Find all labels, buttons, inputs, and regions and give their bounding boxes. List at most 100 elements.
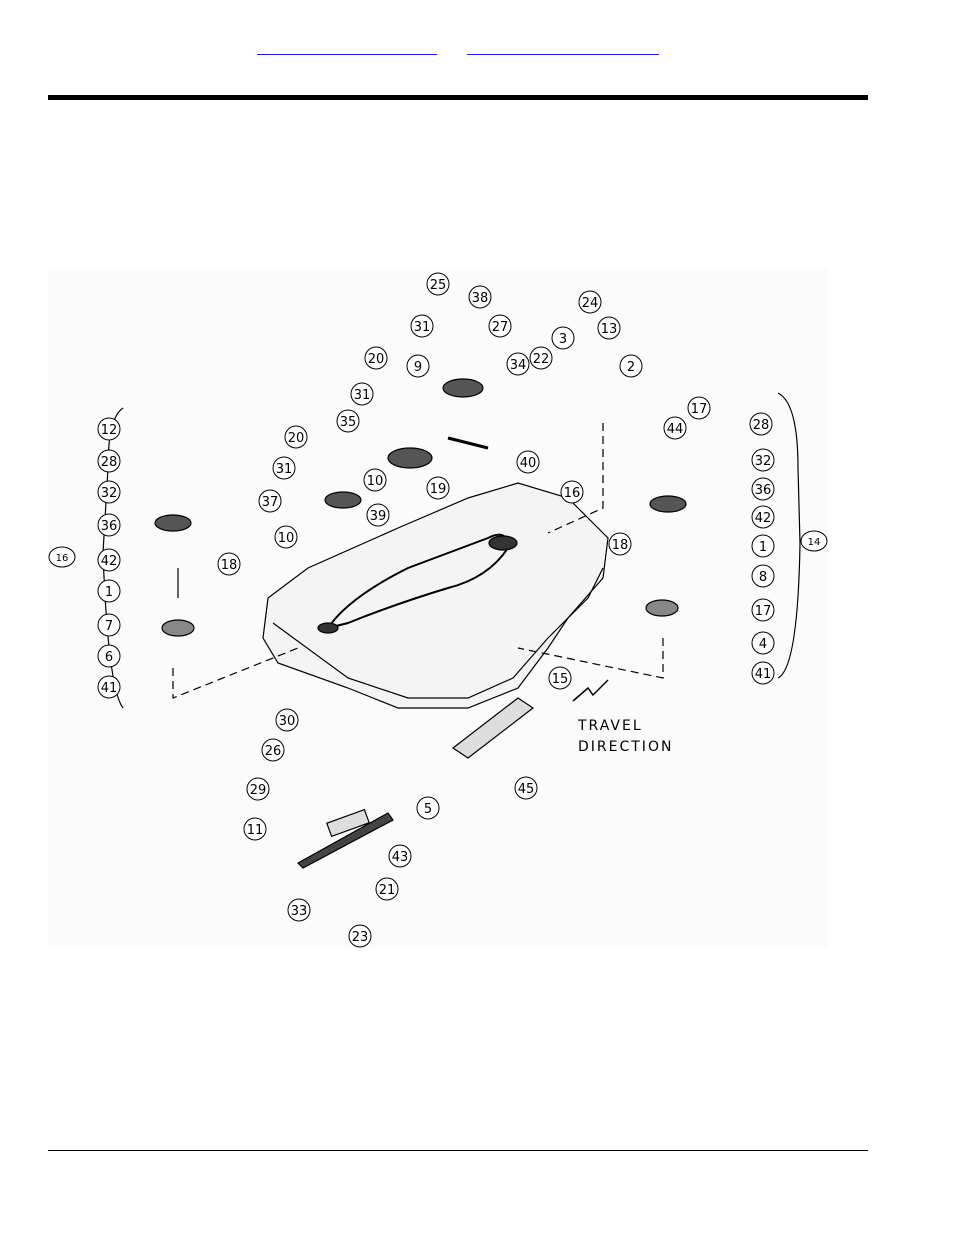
svg-text:16: 16: [564, 486, 581, 501]
top-links: [0, 40, 954, 60]
callout-41l: 41: [98, 676, 120, 698]
callout-1l: 1: [98, 580, 120, 602]
callout-39: 39: [367, 504, 389, 526]
callout-36r: 36: [752, 478, 774, 500]
svg-text:14: 14: [808, 537, 821, 548]
footer-rule: [48, 1150, 868, 1151]
callout-20b: 20: [285, 426, 307, 448]
callout-16: 16: [561, 481, 583, 503]
exploded-view-drawing: 25 38 31 27 24 13 3 2 34 22 20 9 31 35 1…: [48, 268, 828, 948]
svg-text:11: 11: [247, 823, 264, 838]
callout-32l: 32: [98, 481, 120, 503]
callout-28l: 28: [98, 450, 120, 472]
svg-text:18: 18: [221, 558, 238, 573]
svg-text:40: 40: [520, 456, 537, 471]
callout-40: 40: [517, 451, 539, 473]
svg-text:9: 9: [414, 360, 422, 375]
callout-31a: 31: [411, 315, 433, 337]
svg-text:5: 5: [424, 802, 432, 817]
svg-text:26: 26: [265, 744, 282, 759]
svg-text:41: 41: [755, 667, 772, 682]
callout-37: 37: [259, 490, 281, 512]
svg-text:22: 22: [533, 352, 550, 367]
svg-text:21: 21: [379, 883, 396, 898]
travel-label: TRAVEL: [577, 718, 643, 734]
svg-text:27: 27: [492, 320, 509, 335]
svg-text:28: 28: [101, 455, 118, 470]
group-label-14: 14: [801, 531, 827, 551]
callout-26: 26: [262, 739, 284, 761]
callout-35: 35: [337, 410, 359, 432]
callout-23: 23: [349, 925, 371, 947]
svg-text:18: 18: [612, 538, 629, 553]
callout-8: 8: [752, 565, 774, 587]
callout-28r: 28: [750, 413, 772, 435]
callout-43: 43: [389, 845, 411, 867]
callout-6: 6: [98, 645, 120, 667]
callout-13: 13: [598, 317, 620, 339]
svg-text:36: 36: [101, 519, 118, 534]
callout-44: 44: [664, 417, 686, 439]
svg-text:25: 25: [430, 278, 447, 293]
svg-text:7: 7: [105, 619, 113, 634]
callout-22: 22: [530, 347, 552, 369]
svg-text:17: 17: [755, 604, 772, 619]
callout-11: 11: [244, 818, 266, 840]
callout-18r: 18: [609, 533, 631, 555]
callout-38: 38: [469, 286, 491, 308]
svg-text:42: 42: [101, 554, 118, 569]
callout-5: 5: [417, 797, 439, 819]
header-rule: [48, 95, 868, 100]
svg-text:1: 1: [105, 585, 113, 600]
callout-17a: 17: [688, 397, 710, 419]
svg-text:4: 4: [759, 637, 767, 652]
svg-text:32: 32: [101, 486, 118, 501]
group-label-16: 16: [49, 547, 75, 567]
callout-10b: 10: [275, 526, 297, 548]
parts-diagram: 25 38 31 27 24 13 3 2 34 22 20 9 31 35 1…: [48, 268, 828, 948]
svg-text:10: 10: [367, 474, 384, 489]
callout-17b: 17: [752, 599, 774, 621]
callout-19: 19: [427, 477, 449, 499]
svg-text:10: 10: [278, 531, 295, 546]
svg-text:23: 23: [352, 930, 369, 945]
callout-10a: 10: [364, 469, 386, 491]
callout-41r: 41: [752, 662, 774, 684]
svg-text:2: 2: [627, 360, 635, 375]
callout-20a: 20: [365, 347, 387, 369]
svg-text:35: 35: [340, 415, 357, 430]
callout-25: 25: [427, 273, 449, 295]
callout-21: 21: [376, 878, 398, 900]
callout-33: 33: [288, 899, 310, 921]
svg-text:20: 20: [368, 352, 385, 367]
svg-text:28: 28: [753, 418, 770, 433]
callout-1r: 1: [752, 535, 774, 557]
svg-text:8: 8: [759, 570, 767, 585]
callout-36l: 36: [98, 514, 120, 536]
callout-18l: 18: [218, 553, 240, 575]
svg-text:37: 37: [262, 495, 279, 510]
svg-text:38: 38: [472, 291, 489, 306]
top-link-left[interactable]: [257, 40, 437, 55]
svg-text:31: 31: [354, 388, 371, 403]
svg-text:30: 30: [279, 714, 296, 729]
svg-text:6: 6: [105, 650, 113, 665]
callout-4: 4: [752, 632, 774, 654]
svg-text:19: 19: [430, 482, 447, 497]
svg-text:1: 1: [759, 540, 767, 555]
callout-24: 24: [579, 291, 601, 313]
callout-3: 3: [552, 327, 574, 349]
svg-text:36: 36: [755, 483, 772, 498]
top-link-right[interactable]: [467, 40, 659, 55]
svg-text:16: 16: [56, 553, 69, 564]
callout-29: 29: [247, 778, 269, 800]
svg-text:45: 45: [518, 782, 535, 797]
svg-text:44: 44: [667, 422, 684, 437]
callout-42r: 42: [752, 506, 774, 528]
callout-32r: 32: [752, 449, 774, 471]
svg-text:31: 31: [276, 462, 293, 477]
svg-text:41: 41: [101, 681, 118, 696]
svg-text:34: 34: [510, 358, 527, 373]
callout-9: 9: [407, 355, 429, 377]
svg-text:33: 33: [291, 904, 308, 919]
